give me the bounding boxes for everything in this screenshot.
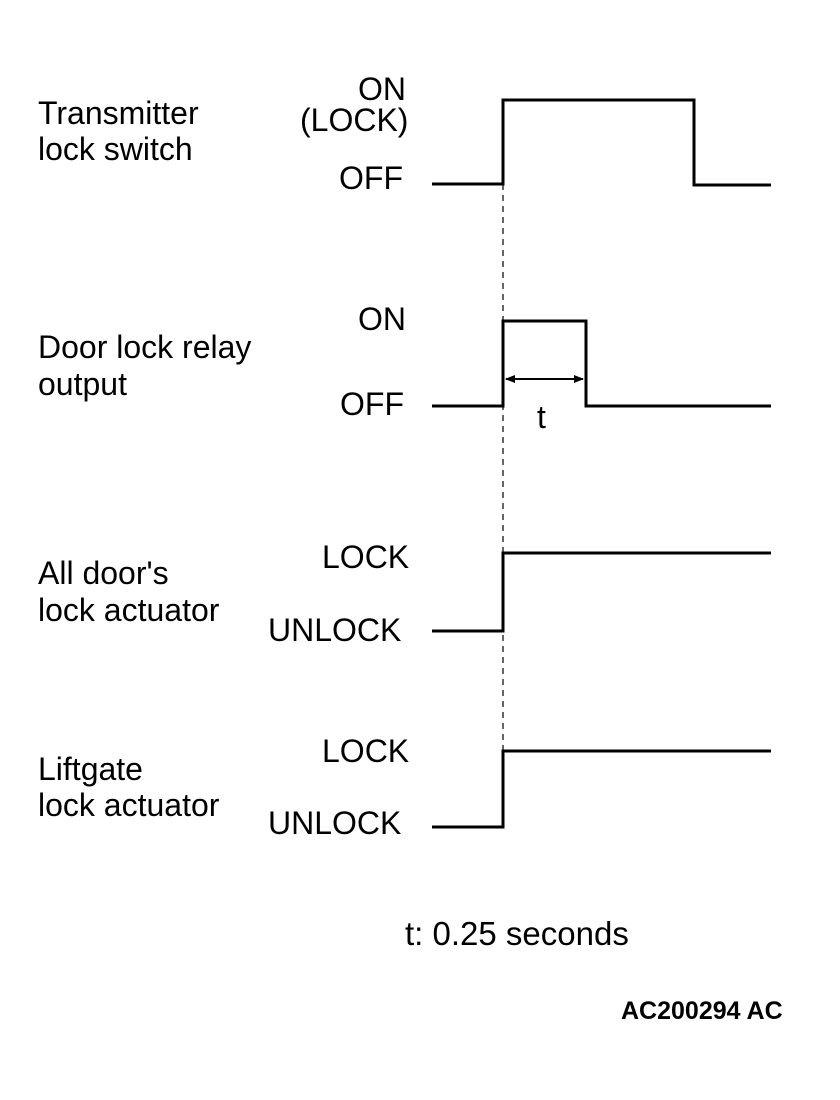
pulse-width-marker: t [537, 399, 546, 435]
figure-code: AC200294 AC [621, 997, 783, 1025]
signal-4-waveform [432, 749, 771, 829]
signal-1-high-label: ON [358, 71, 406, 107]
signal-3-name-line1: All door's [38, 555, 169, 591]
signal-4-name-line2: lock actuator [38, 787, 220, 823]
signal-3-name-line2: lock actuator [38, 592, 220, 628]
signal-3-low-label: UNLOCK [268, 612, 401, 648]
signal-2-name-line2: output [38, 366, 127, 402]
timing-note: t: 0.25 seconds [405, 915, 629, 952]
signal-2-waveform [432, 319, 771, 408]
signal-4-high-label: LOCK [322, 733, 409, 769]
signal-1-name-line1: Transmitter [38, 95, 199, 131]
signal-1-waveform [432, 98, 771, 187]
signal-1-name-line2: lock switch [38, 131, 193, 167]
signal-4-low-label: UNLOCK [268, 805, 401, 841]
signal-1-high-label-2: (LOCK) [300, 102, 408, 138]
signal-1-low-label: OFF [339, 160, 403, 196]
signal-3-waveform [432, 551, 771, 633]
signal-2-high-label: ON [358, 301, 406, 337]
signal-3-high-label: LOCK [322, 539, 409, 575]
signal-4-name-line1: Liftgate [38, 751, 143, 787]
signal-2-low-label: OFF [340, 386, 404, 422]
signal-2-name-line1: Door lock relay [38, 329, 251, 365]
